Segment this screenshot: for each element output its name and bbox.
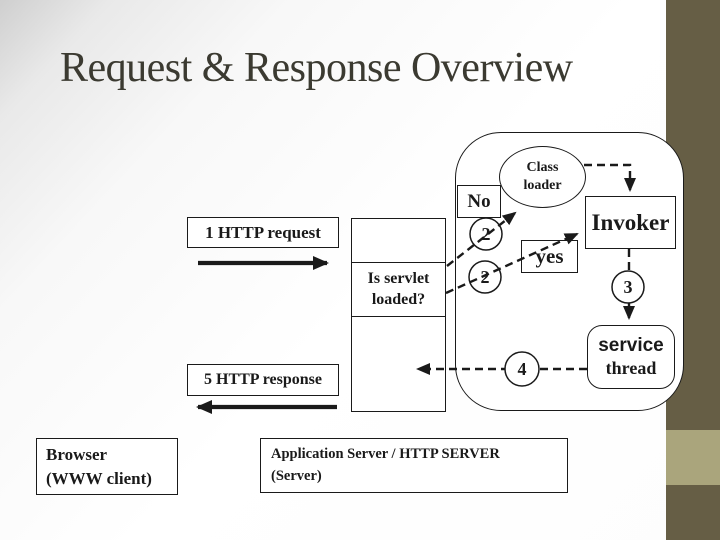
sidebar-accent-band [666, 430, 720, 485]
servlet-check-line1: Is servlet [367, 269, 430, 287]
class-loader-node: Class loader [499, 146, 586, 208]
yes-branch-label: yes [521, 240, 578, 273]
service-thread-line2: thread [605, 357, 657, 378]
servlet-check-bottom-section [352, 317, 445, 411]
invoker-node: Invoker [585, 196, 676, 249]
browser-node: Browser (WWW client) [36, 438, 178, 495]
app-server-line2: (Server) [271, 467, 322, 484]
service-thread-line1: service [598, 334, 664, 356]
slide-title: Request & Response Overview [60, 45, 573, 91]
servlet-check-question: Is servlet loaded? [352, 263, 445, 317]
no-branch-label: No [457, 185, 501, 218]
app-server-line1: Application Server / HTTP SERVER [271, 445, 500, 462]
http-request-label: 1 HTTP request [187, 217, 339, 248]
class-loader-label-line2: loader [523, 178, 562, 193]
servlet-check-line2: loaded? [371, 290, 426, 308]
service-thread-node: service thread [587, 325, 675, 389]
browser-line1: Browser [46, 444, 108, 464]
browser-line2: (WWW client) [46, 468, 152, 488]
class-loader-label-line1: Class [526, 159, 559, 175]
servlet-check-node: Is servlet loaded? [351, 218, 446, 412]
servlet-check-top-section [352, 219, 445, 263]
http-response-label: 5 HTTP response [187, 364, 339, 396]
app-server-node: Application Server / HTTP SERVER (Server… [260, 438, 568, 493]
